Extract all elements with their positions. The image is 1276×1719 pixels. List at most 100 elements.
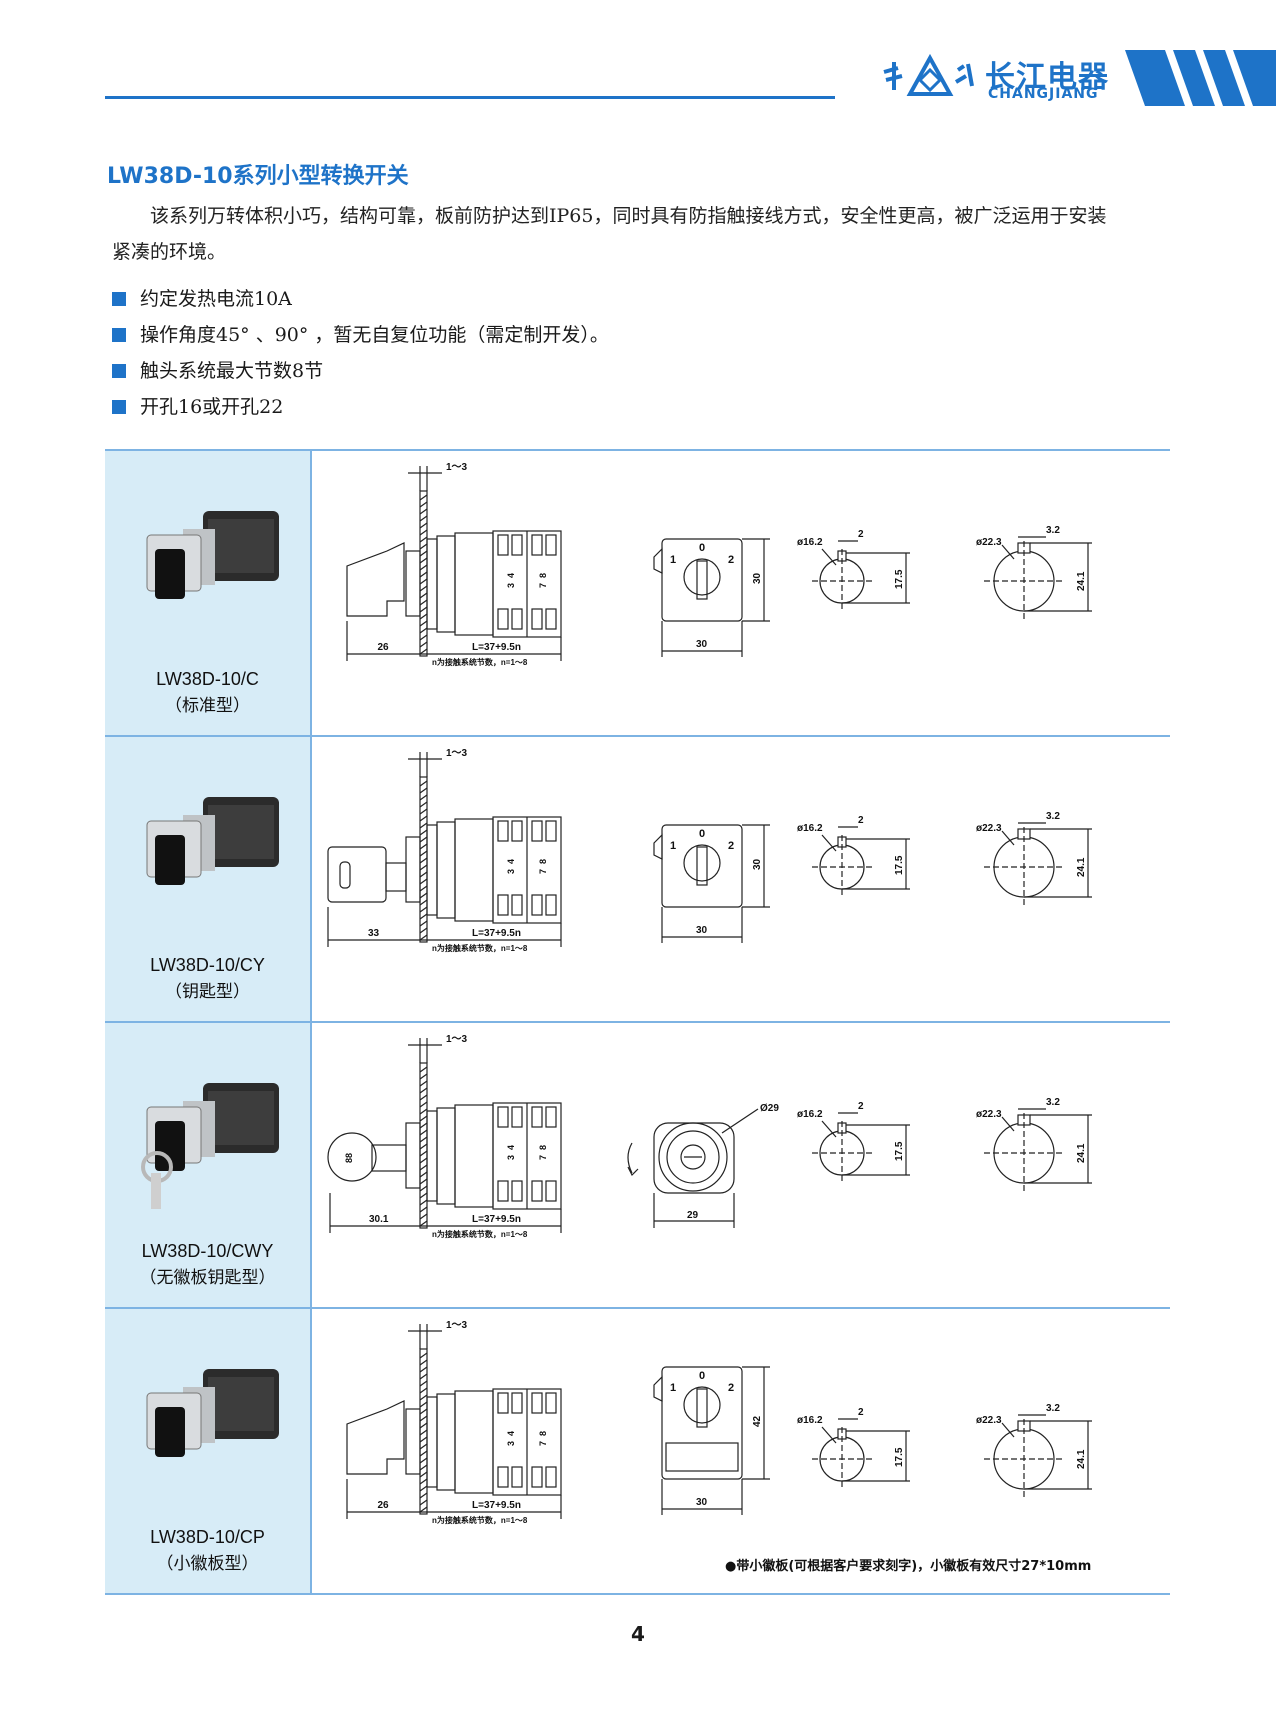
company-logo-icon xyxy=(883,53,974,96)
logo-english-text: CHANGJIANG xyxy=(988,86,1099,102)
face-height-dimension: 30 xyxy=(752,572,763,584)
hole-16-diameter: ø16.2 xyxy=(797,823,823,834)
model-name: LW38D-10/CWY xyxy=(141,1241,274,1261)
position-label: 1 xyxy=(670,554,676,566)
hole-22-height: 24.1 xyxy=(1076,1143,1087,1163)
page-number: 4 xyxy=(631,1622,645,1646)
gap-dimension: 1～3 xyxy=(446,462,468,473)
model-name: LW38D-10/CY xyxy=(150,955,265,975)
hole-22-keyway: 3.2 xyxy=(1046,1403,1060,1414)
feature-text: 约定发热电流10A xyxy=(140,288,292,310)
face-diameter-dimension: Ø29 xyxy=(760,1103,779,1114)
front-length-dimension: 30.1 xyxy=(369,1214,389,1225)
model-type: （小徽板型） xyxy=(156,1554,259,1573)
gap-dimension: 1～3 xyxy=(446,748,468,759)
feature-list: 约定发热电流10A 操作角度45° 、90° ，暂无自复位功能（需定制开发）。 … xyxy=(112,281,609,425)
feature-item: 开孔16或开孔22 xyxy=(112,389,609,425)
hole-22-height: 24.1 xyxy=(1076,1449,1087,1469)
hole-16-diameter: ø16.2 xyxy=(797,537,823,548)
contact-number: 3 xyxy=(506,869,516,874)
hole-16-height: 17.5 xyxy=(894,1141,905,1161)
square-bullet-icon xyxy=(112,400,126,414)
hole-16-height: 17.5 xyxy=(894,855,905,875)
contact-number: 8 xyxy=(538,859,548,864)
hole-16-keyway: 2 xyxy=(858,815,864,826)
switch-photo-icon xyxy=(146,511,279,599)
product-photo-cell: LW38D-10/CY （钥匙型） xyxy=(105,737,312,1021)
body-length-dimension: L=37+9.5n xyxy=(472,642,521,653)
contact-number: 7 xyxy=(538,1441,548,1446)
hole-22-keyway: 3.2 xyxy=(1046,1097,1060,1108)
product-photo-cell: LW38D-10/CWY（无徽板钥匙型） xyxy=(105,1023,312,1307)
square-bullet-icon xyxy=(112,328,126,342)
model-name: LW38D-10/C xyxy=(156,669,259,689)
feature-text: 触头系统最大节数8节 xyxy=(140,360,324,382)
face-width-dimension: 30 xyxy=(696,925,708,936)
header-stripes-icon xyxy=(1125,50,1276,106)
hole-16-keyway: 2 xyxy=(858,529,864,540)
feature-item: 约定发热电流10A xyxy=(112,281,609,317)
model-type: （钥匙型） xyxy=(165,982,250,1001)
face-width-dimension: 30 xyxy=(696,639,708,650)
position-label: 1 xyxy=(670,1382,676,1394)
hole-22-height: 24.1 xyxy=(1076,571,1087,591)
position-label: 2 xyxy=(728,1382,734,1394)
feature-item: 操作角度45° 、90° ，暂无自复位功能（需定制开发）。 xyxy=(112,317,609,353)
body-length-dimension: L=37+9.5n xyxy=(472,928,521,939)
section-count-note: n为接触系统节数，n=1～8 xyxy=(432,1515,528,1525)
position-label: 0 xyxy=(699,542,705,554)
contact-number: 8 xyxy=(538,573,548,578)
hole-16-diameter: ø16.2 xyxy=(797,1415,823,1426)
page-title: LW38D-10系列小型转换开关 xyxy=(107,164,409,189)
square-bullet-icon xyxy=(112,364,126,378)
switch-photo-icon xyxy=(141,1083,279,1209)
contact-number: 8 xyxy=(538,1145,548,1150)
front-length-dimension: 26 xyxy=(378,642,390,653)
contact-number: 7 xyxy=(538,583,548,588)
hole-22-diameter: ø22.3 xyxy=(976,823,1002,834)
position-label: 1 xyxy=(670,840,676,852)
position-label: 2 xyxy=(728,840,734,852)
key-label: 88 xyxy=(344,1153,354,1163)
face-height-dimension: 42 xyxy=(752,1415,763,1427)
header-rule xyxy=(105,96,835,99)
feature-item: 触头系统最大节数8节 xyxy=(112,353,609,389)
contact-number: 4 xyxy=(506,1145,516,1150)
gap-dimension: 1～3 xyxy=(446,1034,468,1045)
hole-22-keyway: 3.2 xyxy=(1046,811,1060,822)
product-photo-cell: LW38D-10/C（标准型） xyxy=(105,451,312,735)
contact-number: 3 xyxy=(506,1155,516,1160)
contact-number: 7 xyxy=(538,1155,548,1160)
gap-dimension: 1～3 xyxy=(446,1320,468,1331)
contact-number: 4 xyxy=(506,573,516,578)
switch-photo-icon xyxy=(146,1369,279,1457)
hole-22-diameter: ø22.3 xyxy=(976,537,1002,548)
hole-16-keyway: 2 xyxy=(858,1101,864,1112)
contact-number: 4 xyxy=(506,859,516,864)
position-label: 0 xyxy=(699,1370,705,1382)
face-height-dimension: 30 xyxy=(752,858,763,870)
section-count-note: n为接触系统节数，n=1～8 xyxy=(432,657,528,667)
nameplate-note: ●带小徽板(可根据客户要求刻字)，小徽板有效尺寸27*10mm xyxy=(725,1559,1092,1574)
position-label: 0 xyxy=(699,828,705,840)
face-width-dimension: 30 xyxy=(696,1497,708,1508)
hole-22-height: 24.1 xyxy=(1076,857,1087,877)
square-bullet-icon xyxy=(112,292,126,306)
switch-photo-icon xyxy=(146,797,279,885)
hole-16-height: 17.5 xyxy=(894,569,905,589)
hole-16-keyway: 2 xyxy=(858,1407,864,1418)
product-photo-cell: LW38D-10/CP （小徽板型） xyxy=(105,1309,312,1593)
model-name: LW38D-10/CP xyxy=(150,1527,265,1547)
hole-22-keyway: 3.2 xyxy=(1046,525,1060,536)
hole-22-diameter: ø22.3 xyxy=(976,1415,1002,1426)
